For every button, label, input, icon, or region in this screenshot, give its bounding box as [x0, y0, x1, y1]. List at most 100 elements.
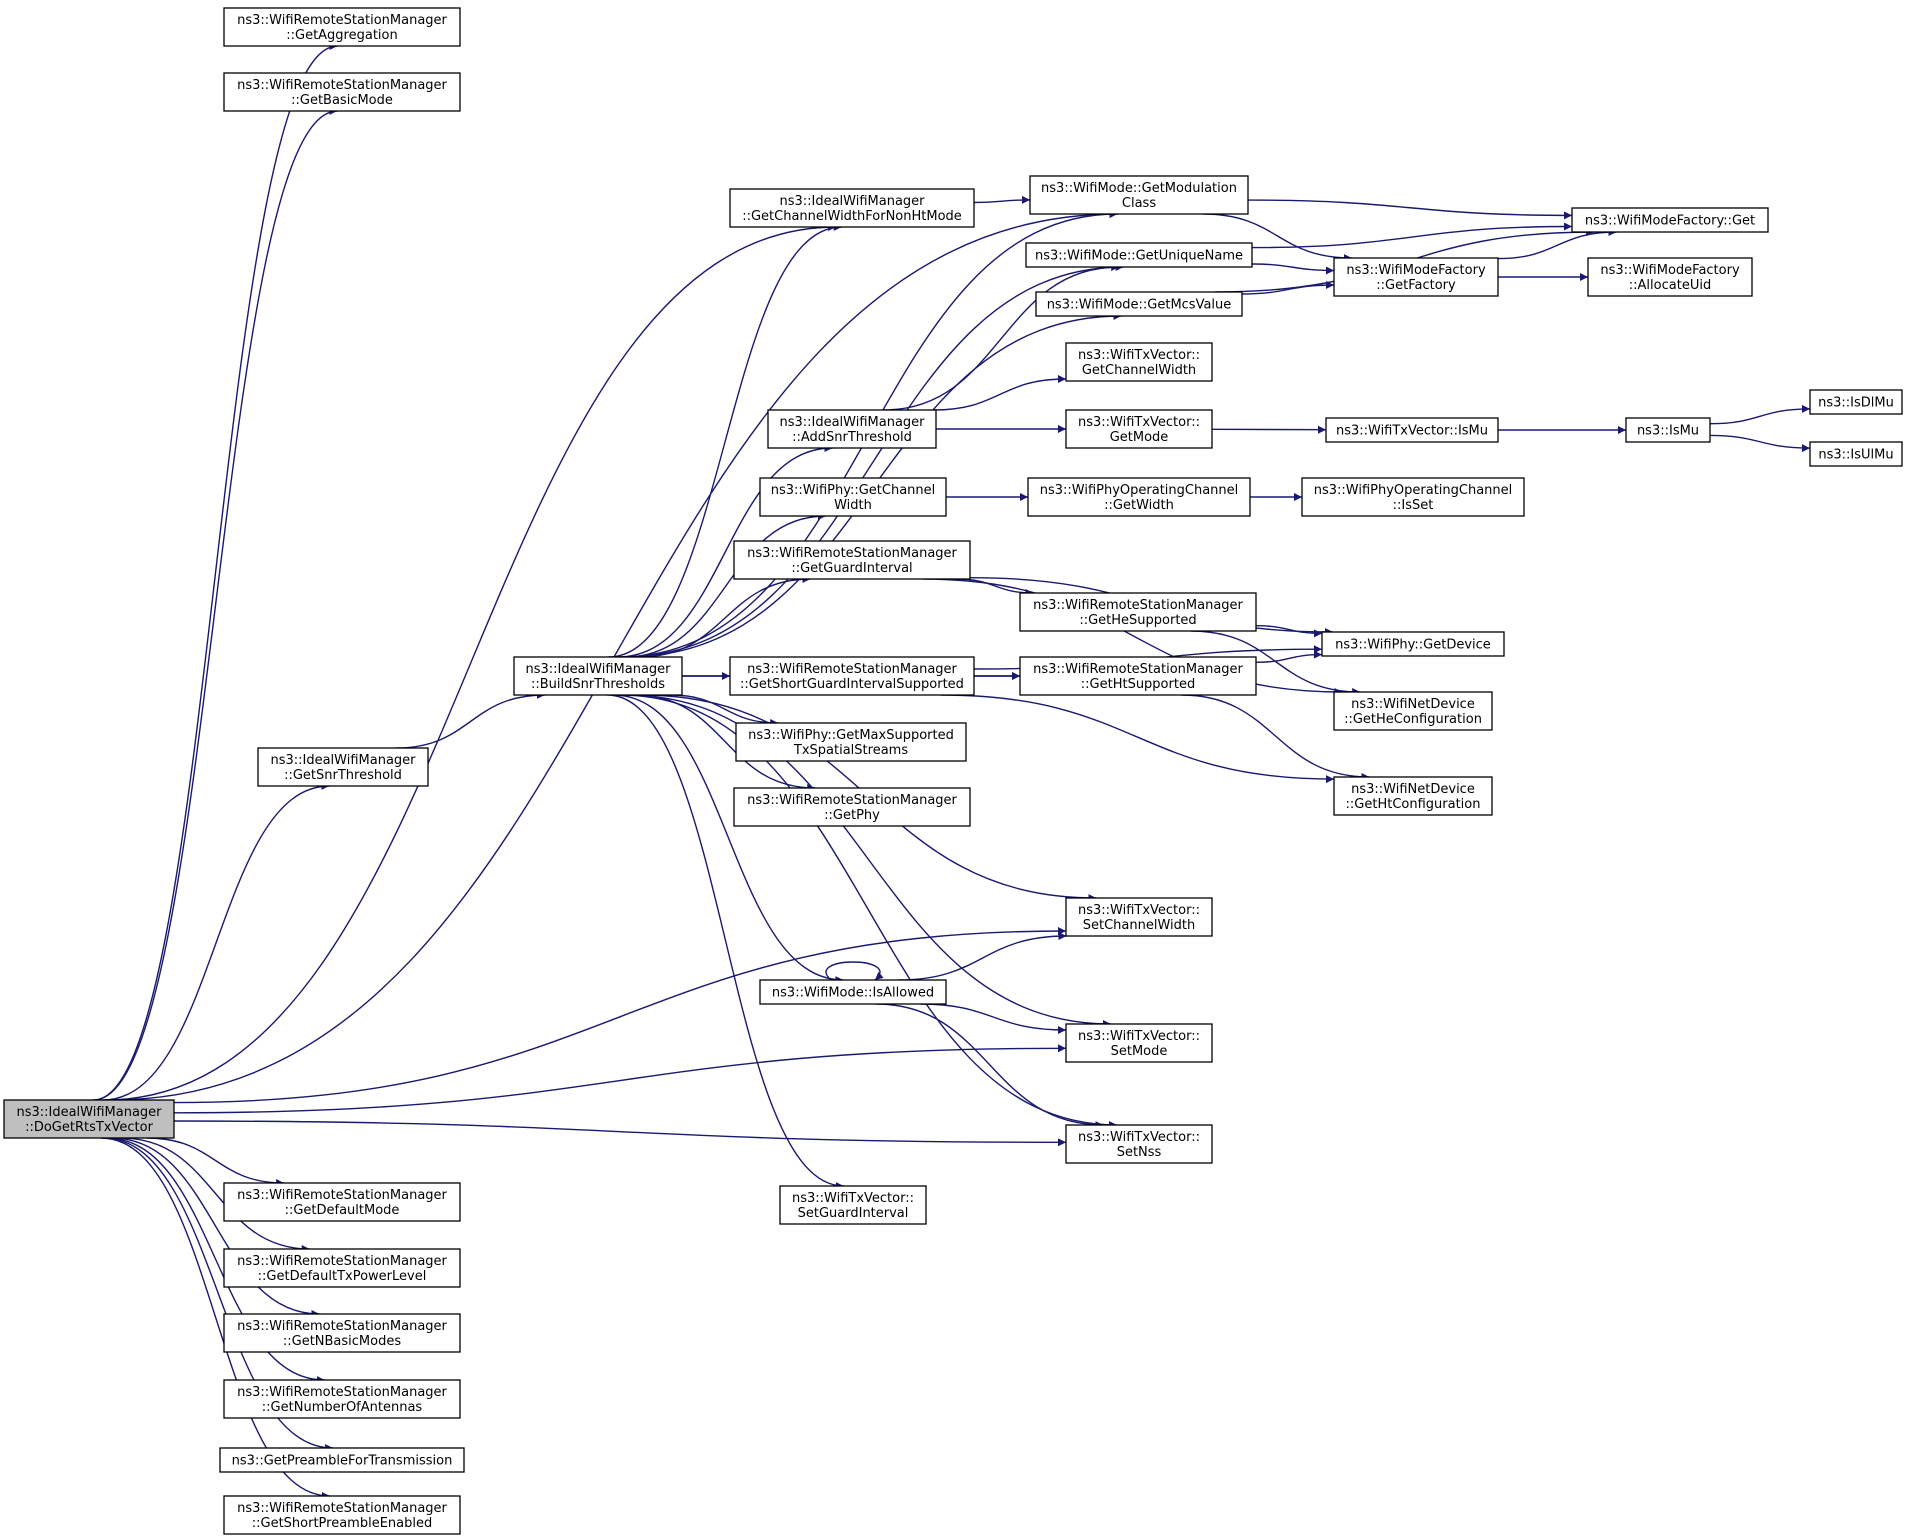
node-label: ns3::WifiRemoteStationManager	[237, 1385, 447, 1400]
node-label: ns3::WifiTxVector::	[1078, 1130, 1200, 1145]
node-getHtConfig[interactable]: ns3::WifiNetDevice::GetHtConfiguration	[1333, 776, 1493, 816]
edge-isAllowed-to-setNss	[875, 1003, 1104, 1129]
node-box	[1321, 631, 1505, 657]
node-isMu[interactable]: ns3::IsMu	[1625, 417, 1711, 443]
edge-buildSnr-to-setNss	[619, 694, 1118, 1129]
node-label: ns3::WifiMode::GetMcsValue	[1047, 298, 1232, 313]
edge-getMcsValue-to-getFactory	[1241, 281, 1335, 295]
node-getMcsValue[interactable]: ns3::WifiMode::GetMcsValue	[1035, 291, 1243, 317]
node-opGetWidth[interactable]: ns3::WifiPhyOperatingChannel::GetWidth	[1027, 477, 1251, 517]
node-label: ns3::IsUlMu	[1818, 448, 1893, 463]
node-txvGetChannelWidth[interactable]: ns3::WifiTxVector::GetChannelWidth	[1065, 342, 1213, 382]
node-getHeConfig[interactable]: ns3::WifiNetDevice::GetHeConfiguration	[1333, 691, 1493, 731]
node-getMaxSS[interactable]: ns3::WifiPhy::GetMaxSupportedTxSpatialSt…	[735, 722, 967, 762]
node-box	[1325, 417, 1499, 443]
node-label: ns3::IdealWifiManager	[525, 662, 671, 677]
node-label: ns3::WifiMode::IsAllowed	[772, 986, 934, 1001]
node-txvGetMode[interactable]: ns3::WifiTxVector::GetMode	[1065, 409, 1213, 449]
node-label: ns3::WifiNetDevice	[1351, 697, 1475, 712]
edge-root-to-getChannelWidthNonHt	[104, 223, 837, 1101]
node-getNBasicModes[interactable]: ns3::WifiRemoteStationManager::GetNBasic…	[223, 1313, 461, 1353]
node-buildSnr[interactable]: ns3::IdealWifiManager::BuildSnrThreshold…	[513, 656, 683, 696]
edge-getModClass-to-factoryGet	[1247, 199, 1573, 220]
node-getFactory[interactable]: ns3::WifiModeFactory::GetFactory	[1333, 257, 1499, 297]
node-box	[1571, 207, 1769, 233]
node-label: ns3::WifiRemoteStationManager	[1033, 598, 1243, 613]
node-getGuardInterval[interactable]: ns3::WifiRemoteStationManager::GetGuardI…	[733, 540, 971, 580]
node-isAllowed[interactable]: ns3::WifiMode::IsAllowed	[759, 979, 947, 1005]
node-box	[767, 409, 937, 449]
node-label: SetGuardInterval	[798, 1206, 909, 1221]
node-label: ns3::WifiTxVector::	[1078, 415, 1200, 430]
node-factoryGet[interactable]: ns3::WifiModeFactory::Get	[1571, 207, 1769, 233]
node-label: ns3::WifiPhy::GetChannel	[771, 483, 936, 498]
node-label: ns3::WifiRemoteStationManager	[237, 1319, 447, 1334]
node-getDefaultMode[interactable]: ns3::WifiRemoteStationManager::GetDefaul…	[223, 1182, 461, 1222]
edge-addSnr-to-getUniqueName	[883, 263, 1120, 411]
node-opIsSet[interactable]: ns3::WifiPhyOperatingChannel::IsSet	[1301, 477, 1525, 517]
node-label: ns3::IdealWifiManager	[16, 1105, 162, 1120]
edge-isMu-to-isUlMu	[1709, 434, 1811, 453]
node-box	[779, 1185, 927, 1225]
node-label: ns3::WifiRemoteStationManager	[237, 1254, 447, 1269]
edge-buildSnr-to-getPhy	[634, 694, 816, 792]
node-box	[1065, 1023, 1213, 1063]
node-box	[1019, 656, 1257, 696]
edge-getHtSupported-to-phyGetDevice	[1255, 650, 1323, 663]
node-getDefaultTxPowerLevel[interactable]: ns3::WifiRemoteStationManager::GetDefaul…	[223, 1248, 461, 1288]
node-box	[1333, 776, 1493, 816]
node-label: ns3::WifiMode::GetUniqueName	[1035, 249, 1243, 264]
node-setNss[interactable]: ns3::WifiTxVector::SetNss	[1065, 1124, 1213, 1164]
node-box	[1019, 592, 1257, 632]
node-txvIsMu[interactable]: ns3::WifiTxVector::IsMu	[1325, 417, 1499, 443]
node-getBasicMode[interactable]: ns3::WifiRemoteStationManager::GetBasicM…	[223, 72, 461, 112]
node-addSnr[interactable]: ns3::IdealWifiManager::AddSnrThreshold	[767, 409, 937, 449]
node-label: ns3::WifiRemoteStationManager	[237, 78, 447, 93]
node-getSnrThreshold[interactable]: ns3::IdealWifiManager::GetSnrThreshold	[257, 747, 429, 787]
edge-root-to-getNumberOfAntennas	[106, 1137, 325, 1384]
node-getShortGI[interactable]: ns3::WifiRemoteStationManager::GetShortG…	[729, 656, 975, 696]
node-label: ::GetNBasicModes	[283, 1334, 401, 1349]
edge-root-to-getDefaultMode	[146, 1137, 285, 1187]
node-setChannelWidth[interactable]: ns3::WifiTxVector::SetChannelWidth	[1065, 897, 1213, 937]
node-label: GetMode	[1110, 430, 1169, 445]
node-label: ns3::WifiRemoteStationManager	[237, 1501, 447, 1516]
node-box	[223, 1182, 461, 1222]
edge-buildSnr-to-getUniqueName	[622, 263, 1124, 658]
node-label: ns3::WifiMode::GetModulation	[1041, 181, 1237, 196]
node-box	[729, 188, 975, 228]
node-label: ::GetBasicMode	[291, 93, 393, 108]
node-getPhy[interactable]: ns3::WifiRemoteStationManager::GetPhy	[733, 787, 971, 827]
node-setGI[interactable]: ns3::WifiTxVector::SetGuardInterval	[779, 1185, 927, 1225]
node-getHtSupported[interactable]: ns3::WifiRemoteStationManager::GetHtSupp…	[1019, 656, 1257, 696]
node-label: ns3::WifiModeFactory	[1600, 263, 1740, 278]
node-getChannelWidthNonHt[interactable]: ns3::IdealWifiManager::GetChannelWidthFo…	[729, 188, 975, 228]
edge-getModClass-to-getFactory	[1203, 213, 1352, 262]
node-label: ::IsSet	[1393, 498, 1434, 513]
node-label: ns3::IdealWifiManager	[779, 194, 925, 209]
node-getPreamble[interactable]: ns3::GetPreambleForTransmission	[219, 1447, 465, 1473]
node-phyGetDevice[interactable]: ns3::WifiPhy::GetDevice	[1321, 631, 1505, 657]
node-label: SetNss	[1117, 1145, 1162, 1160]
node-setMode[interactable]: ns3::WifiTxVector::SetMode	[1065, 1023, 1213, 1063]
node-getUniqueName[interactable]: ns3::WifiMode::GetUniqueName	[1025, 242, 1253, 268]
node-label: ns3::WifiPhyOperatingChannel	[1040, 483, 1239, 498]
node-label: ns3::WifiModeFactory::Get	[1585, 214, 1755, 229]
node-root[interactable]: ns3::IdealWifiManager::DoGetRtsTxVector	[3, 1099, 175, 1139]
node-label: Class	[1122, 196, 1156, 211]
node-getAggregation[interactable]: ns3::WifiRemoteStationManager::GetAggreg…	[223, 7, 461, 47]
node-box	[759, 477, 947, 517]
node-phyGetChannelWidth[interactable]: ns3::WifiPhy::GetChannelWidth	[759, 477, 947, 517]
node-isUlMu[interactable]: ns3::IsUlMu	[1809, 441, 1903, 467]
node-label: ns3::WifiTxVector::	[792, 1191, 914, 1206]
node-getHeSupported[interactable]: ns3::WifiRemoteStationManager::GetHeSupp…	[1019, 592, 1257, 632]
node-box	[1625, 417, 1711, 443]
edge-buildSnr-to-phyGetChannelWidth	[625, 512, 826, 658]
node-isDlMu[interactable]: ns3::IsDlMu	[1809, 389, 1903, 415]
node-allocateUid[interactable]: ns3::WifiModeFactory::AllocateUid	[1587, 257, 1753, 297]
edge-buildSnr-to-getChannelWidthNonHt	[608, 223, 842, 658]
node-getShortPreamble[interactable]: ns3::WifiRemoteStationManager::GetShortP…	[223, 1495, 461, 1535]
node-label: ns3::IdealWifiManager	[779, 415, 925, 430]
node-getNumberOfAntennas[interactable]: ns3::WifiRemoteStationManager::GetNumber…	[223, 1379, 461, 1419]
